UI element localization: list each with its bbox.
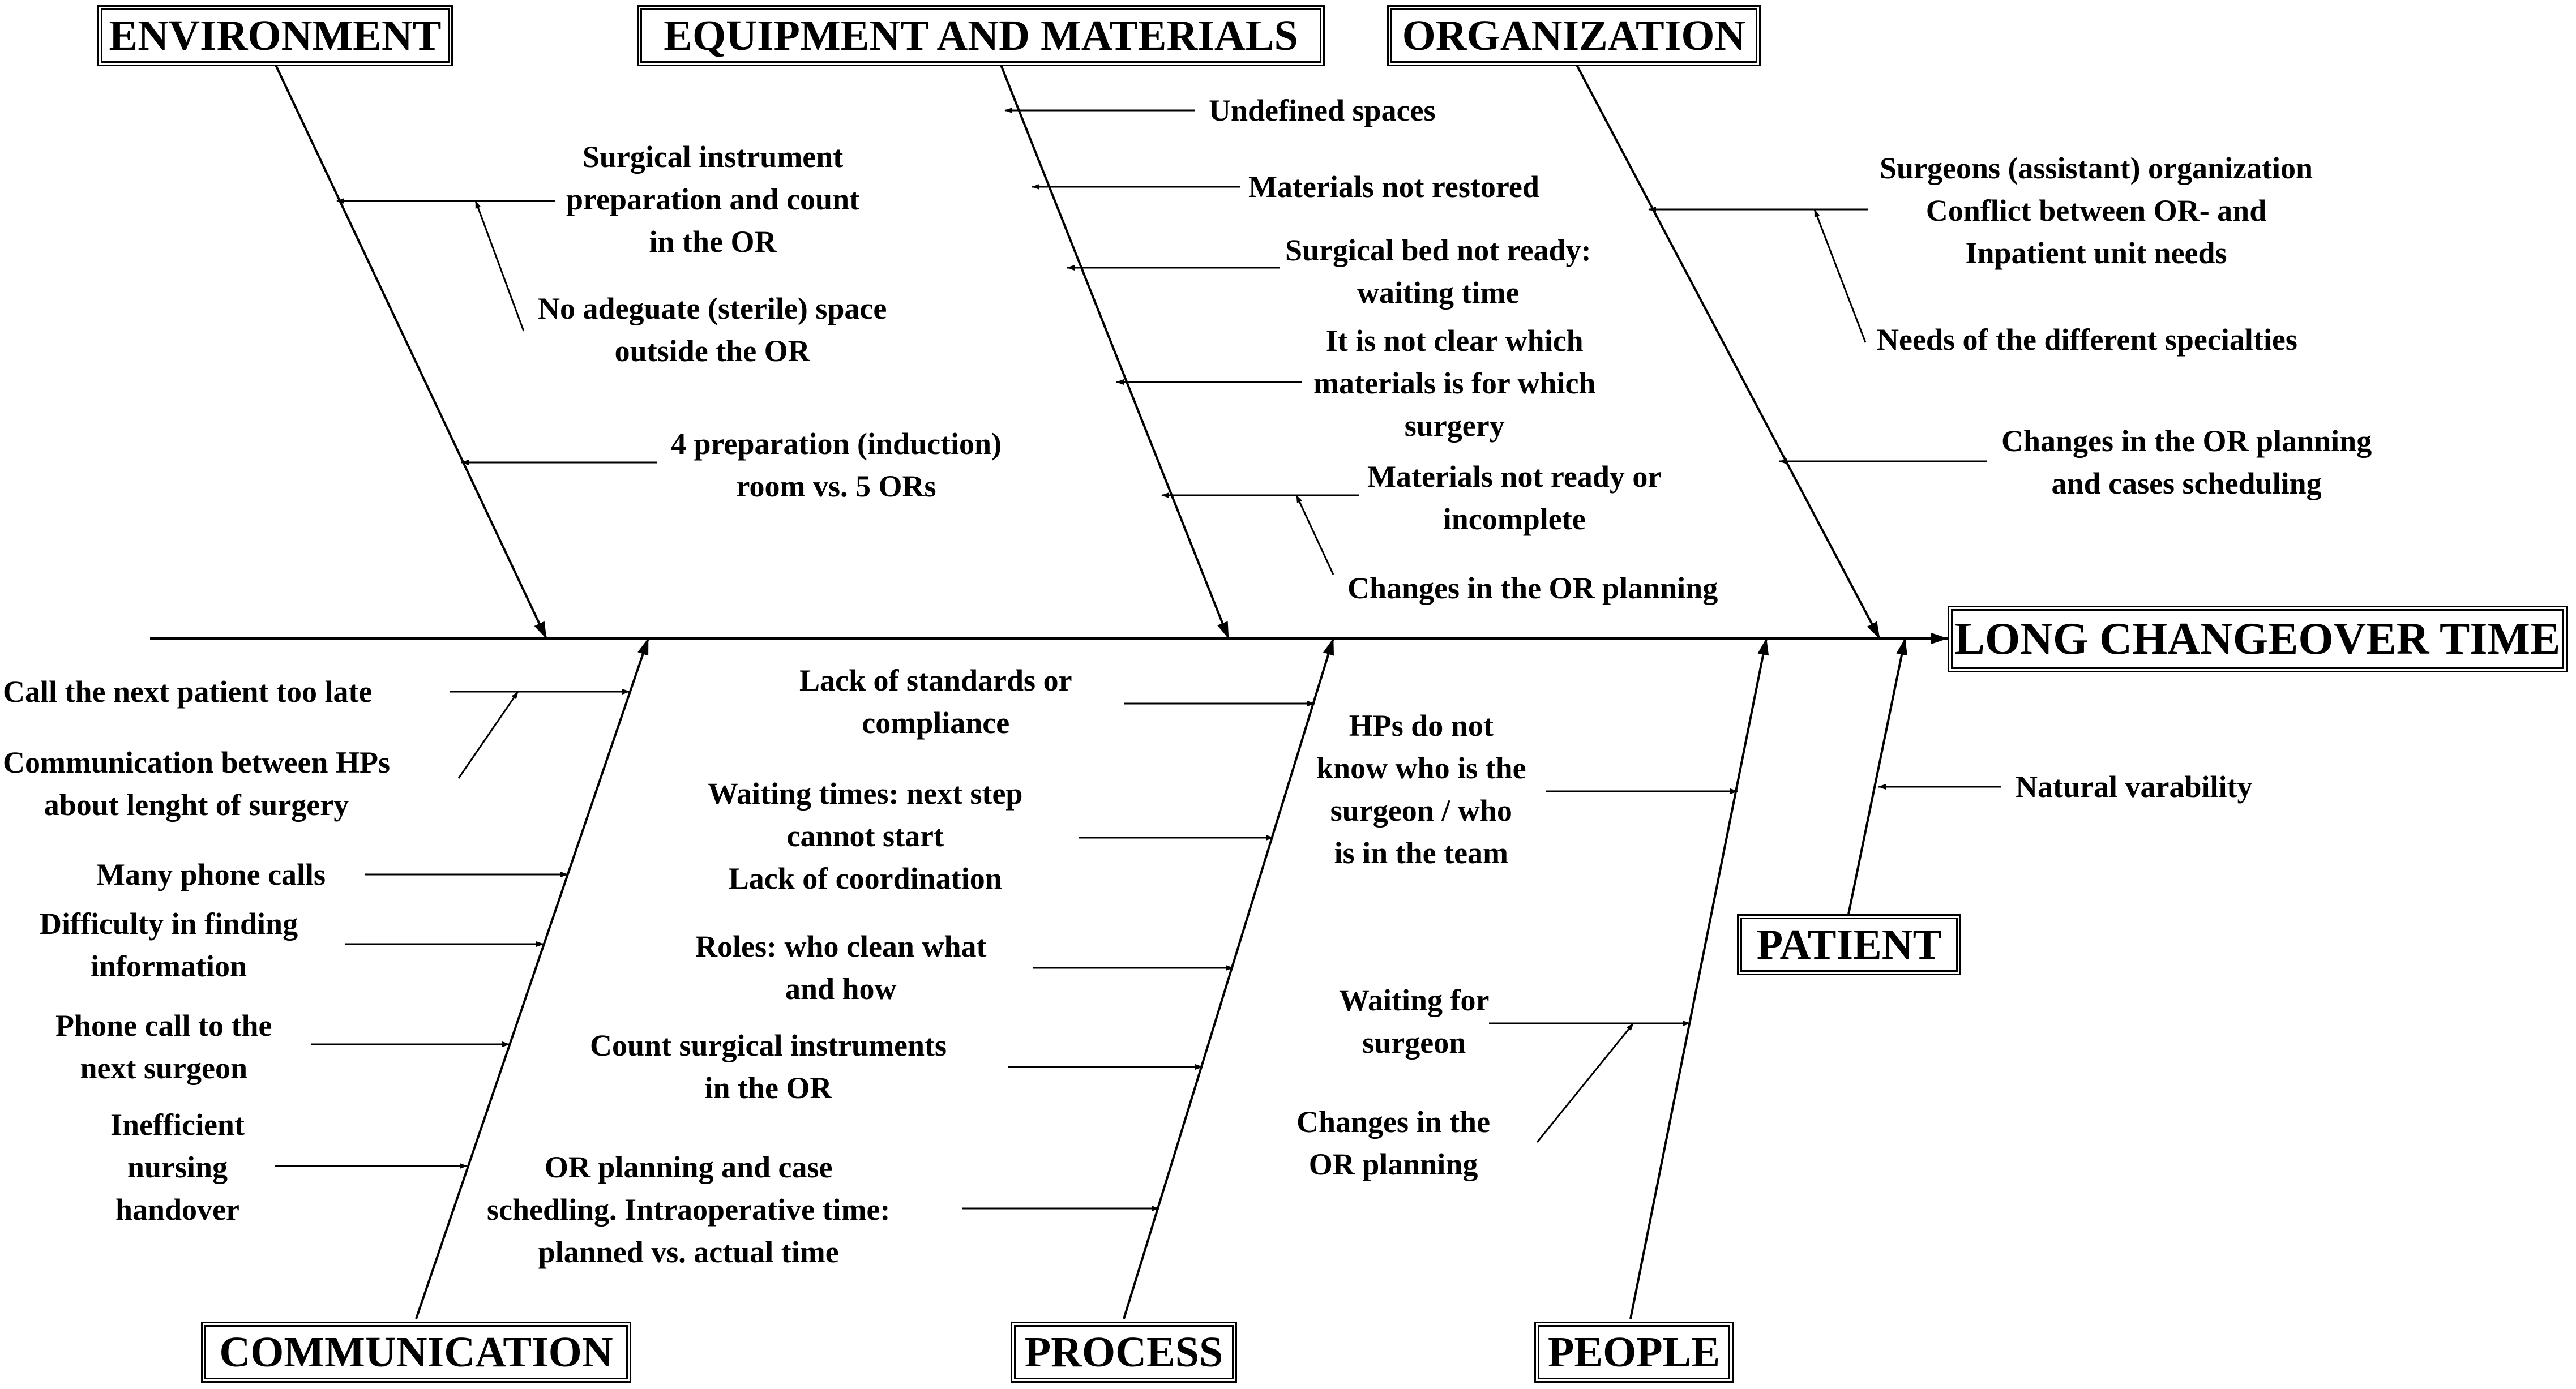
effect-box: LONG CHANGEOVER TIME	[1948, 606, 2568, 672]
bone-patient	[1847, 638, 1907, 915]
cause-label: Call the next patient too late	[3, 675, 373, 709]
bone-people	[1629, 638, 1769, 1319]
cause-label: Surgical bed not ready:waiting time	[1285, 233, 1591, 310]
cause-label: 4 preparation (induction)room vs. 5 ORs	[671, 427, 1002, 503]
cause-label: Natural varability	[2016, 770, 2253, 804]
cause-label: Needs of the different specialties	[1877, 323, 2297, 357]
bone-process	[1123, 638, 1334, 1319]
cause-label: Many phone calls	[96, 858, 326, 891]
arrow-env-2	[474, 200, 525, 332]
category-people: PEOPLE	[1534, 1322, 1734, 1383]
category-equipment: EQUIPMENT AND MATERIALS	[637, 5, 1325, 66]
arrow-com-2	[457, 691, 519, 779]
category-patient: PATIENT	[1737, 914, 1961, 975]
category-organization: ORGANIZATION	[1387, 5, 1761, 66]
arrow-eq-6	[1295, 495, 1334, 575]
bone-organization	[1576, 65, 1881, 639]
cause-label: Undefined spaces	[1209, 93, 1436, 127]
category-process: PROCESS	[1011, 1322, 1237, 1383]
category-environment: ENVIRONMENT	[97, 5, 453, 66]
bone-communication	[415, 638, 649, 1319]
arrow-org-2	[1813, 209, 1867, 343]
category-communication: COMMUNICATION	[201, 1322, 631, 1383]
cause-label: Changes in the OR planning	[1347, 571, 1718, 605]
cause-label: Materials not restored	[1248, 170, 1539, 204]
arrow-ppl-3	[1536, 1023, 1634, 1143]
bone-environment	[275, 65, 547, 639]
bone-equipment	[1000, 65, 1230, 639]
